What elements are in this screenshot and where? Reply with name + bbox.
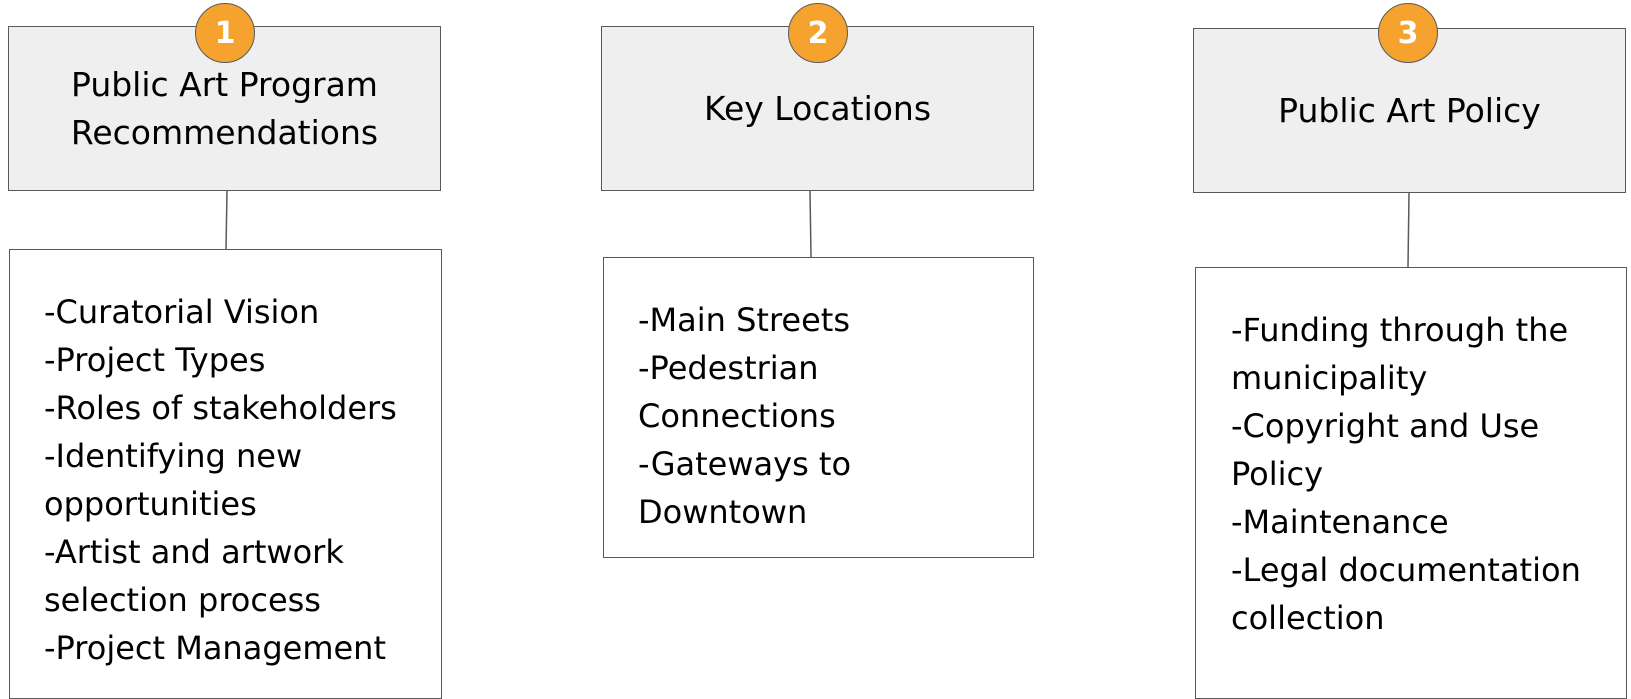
list-item: Downtown: [638, 493, 808, 531]
body-box-1: -Curatorial Vision -Project Types -Roles…: [9, 249, 442, 699]
connector-line-2: [809, 190, 812, 258]
body-box-2: -Main Streets -Pedestrian Connections -G…: [603, 257, 1034, 558]
body-box-3: -Funding through the municipality -Copyr…: [1195, 267, 1627, 699]
body-list-2: -Main Streets -Pedestrian Connections -G…: [638, 296, 851, 536]
list-item: -Roles of stakeholders: [44, 389, 397, 427]
list-item: Connections: [638, 397, 836, 435]
step-badge-1: 1: [195, 3, 255, 63]
connector-line-1: [225, 190, 228, 250]
list-item: collection: [1231, 599, 1385, 637]
list-item: Policy: [1231, 455, 1324, 493]
list-item: -Project Types: [44, 341, 266, 379]
header-title-1: Public Art Program Recommendations: [70, 64, 379, 152]
list-item: opportunities: [44, 485, 257, 523]
list-item: -Identifying new: [44, 437, 303, 475]
step-badge-3: 3: [1378, 3, 1438, 63]
step-badge-2: 2: [788, 3, 848, 63]
header-title-3: Public Art Policy: [1278, 90, 1541, 130]
list-item: -Maintenance: [1231, 503, 1449, 541]
header-title-2: Key Locations: [703, 88, 932, 128]
list-item: municipality: [1231, 359, 1428, 397]
list-item: -Artist and artwork: [44, 533, 344, 571]
list-item: -Legal documentation: [1231, 551, 1581, 589]
body-list-1: -Curatorial Vision -Project Types -Roles…: [44, 288, 397, 672]
list-item: -Project Management: [44, 629, 386, 667]
list-item: -Curatorial Vision: [44, 293, 320, 331]
list-item: -Funding through the: [1231, 311, 1569, 349]
body-list-3: -Funding through the municipality -Copyr…: [1231, 306, 1581, 642]
list-item: -Copyright and Use: [1231, 407, 1540, 445]
list-item: -Gateways to: [638, 445, 852, 483]
list-item: -Main Streets: [638, 301, 851, 339]
list-item: selection process: [44, 581, 321, 619]
connector-line-3: [1407, 192, 1410, 268]
list-item: -Pedestrian: [638, 349, 819, 387]
